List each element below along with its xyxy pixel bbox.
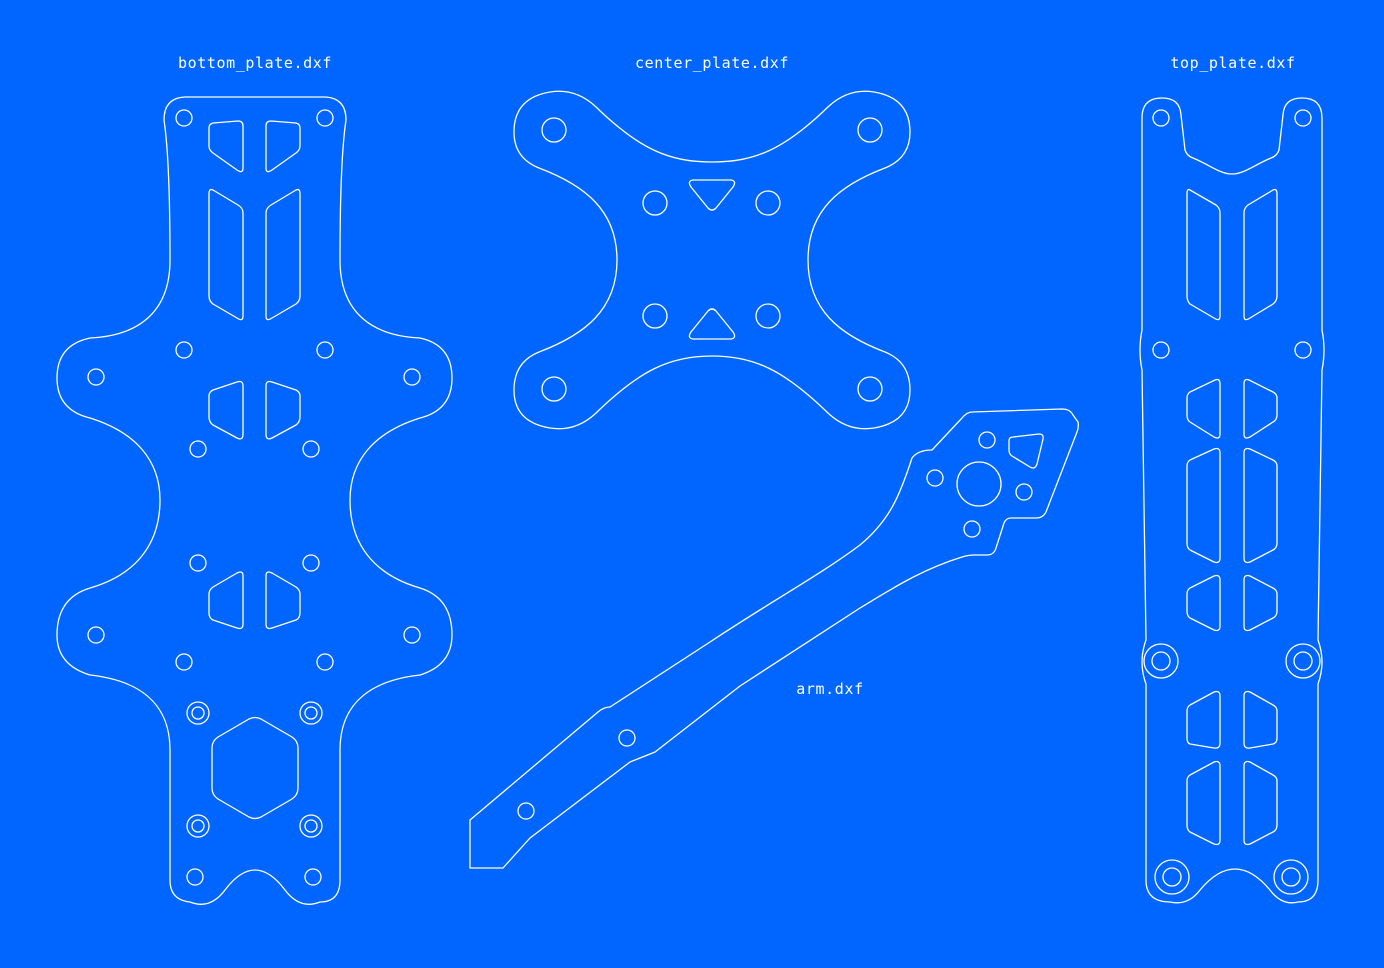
center-plate-triangle-top xyxy=(688,179,736,211)
center-plate-label: center_plate.dxf xyxy=(634,54,790,72)
arm-holes xyxy=(517,431,1033,820)
center-plate-outline xyxy=(513,90,911,430)
bottom-plate-part[interactable] xyxy=(56,96,453,905)
top-plate-standoff-holes xyxy=(1143,643,1321,895)
center-plate-holes xyxy=(541,117,883,402)
top-plate-holes xyxy=(1152,109,1312,359)
bottom-plate-slots xyxy=(208,120,301,630)
center-plate-part[interactable] xyxy=(513,90,911,430)
top-plate-outline xyxy=(1139,97,1325,904)
bottom-plate-hex-cutout xyxy=(211,716,299,820)
arm-outline xyxy=(469,408,1079,869)
arm-part[interactable] xyxy=(469,408,1079,869)
top-plate-part[interactable] xyxy=(1139,97,1325,904)
top-plate-label: top_plate.dxf xyxy=(1170,54,1296,72)
center-plate-triangle-bottom xyxy=(688,308,736,340)
bottom-plate-holes xyxy=(87,109,421,886)
arm-triangle-cutout xyxy=(1008,433,1044,469)
bottom-plate-label: bottom_plate.dxf xyxy=(177,54,333,72)
bottom-plate-outline xyxy=(56,96,453,905)
arm-label: arm.dxf xyxy=(796,680,864,698)
top-plate-slots xyxy=(1186,188,1278,846)
bottom-plate-standoff-holes xyxy=(186,701,323,838)
